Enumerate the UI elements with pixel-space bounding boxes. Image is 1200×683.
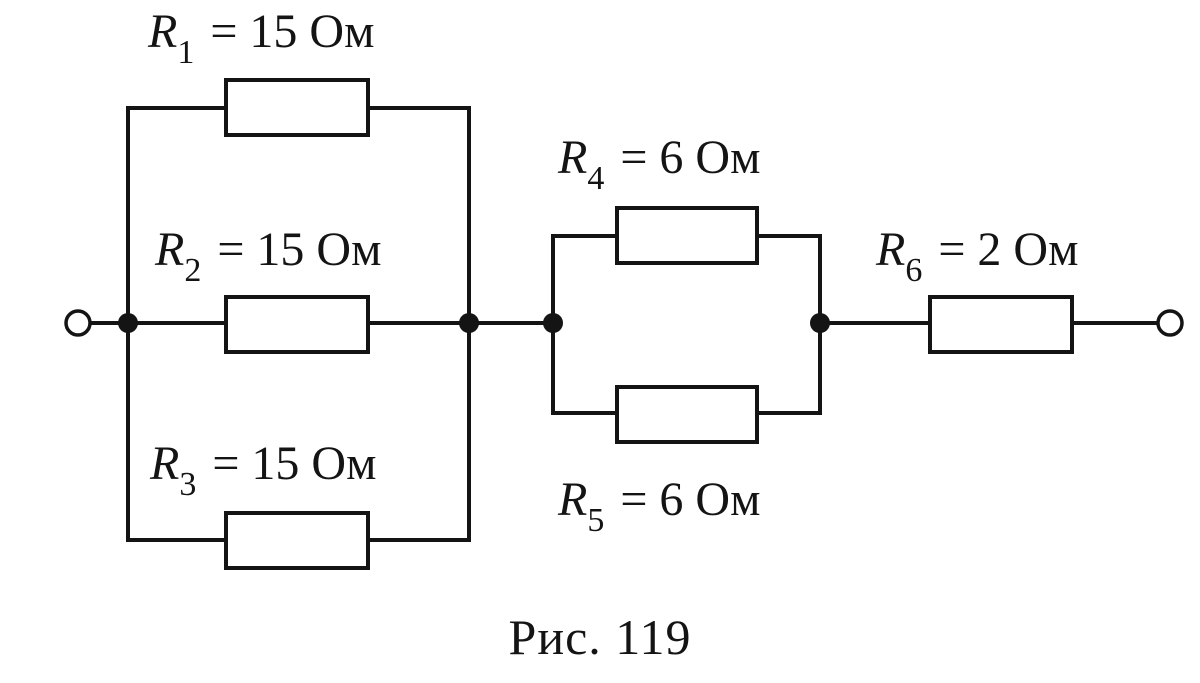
terminal-left — [64, 309, 92, 337]
resistor-r1 — [224, 78, 370, 137]
junction-dot — [118, 313, 138, 333]
figure-caption: Рис. 119 — [508, 609, 692, 665]
resistor-r3 — [224, 511, 370, 570]
terminal-right — [1156, 309, 1184, 337]
label-r4: R4 = 6 Ом — [558, 131, 761, 198]
label-r5: R5 = 6 Ом — [558, 473, 761, 540]
resistor-r6 — [928, 295, 1074, 354]
label-r2: R2 = 15 Ом — [155, 223, 382, 290]
resistor-r2 — [224, 295, 370, 354]
label-r3: R3 = 15 Ом — [150, 437, 377, 504]
junction-dot — [459, 313, 479, 333]
resistor-r5 — [615, 385, 759, 444]
label-r1: R1 = 15 Ом — [148, 5, 375, 72]
label-r6: R6 = 2 Ом — [876, 223, 1079, 290]
resistor-r4 — [615, 206, 759, 265]
junction-dot — [543, 313, 563, 333]
junction-dot — [810, 313, 830, 333]
